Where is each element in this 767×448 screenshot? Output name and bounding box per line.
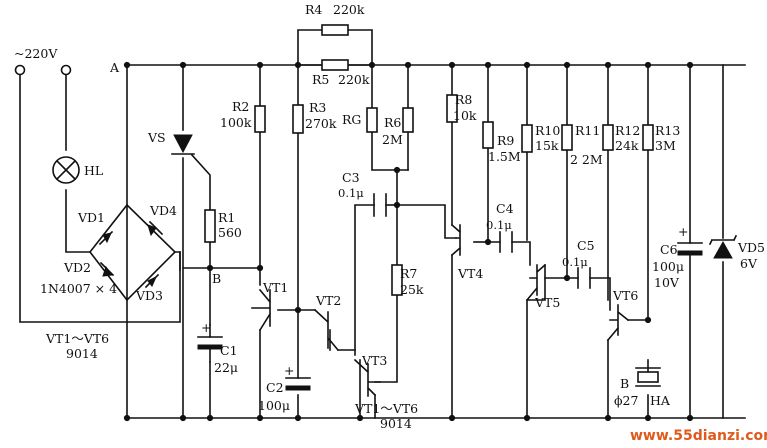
c3-label: C3 [342,170,360,185]
c2-label: C2 [266,380,284,395]
c6-plus: + [678,224,688,239]
vd1-label: VD1 [77,210,105,225]
r11-label: R11 [575,123,600,138]
r10-value: 15k [535,138,559,153]
c6-voltage: 10V [654,275,680,290]
buzzer-ha: B ϕ27 HA [614,367,671,408]
r9-value: 1.5M [488,149,521,164]
r12-label: R12 [615,123,640,138]
mains-terminals: ~220V [14,46,72,76]
note-left-range: VT1～VT6 [45,331,109,346]
vs-label: VS [147,130,166,145]
r13-label: R13 [655,123,680,138]
r1-value: 560 [218,225,242,240]
zener-vd5: VD5 6V [708,234,765,271]
vt3-label: VT3 [361,353,387,368]
vt6-label: VT6 [612,288,638,303]
vd5-value: 6V [740,256,758,271]
vt2-label: VT2 [315,293,341,308]
junctions [123,61,694,422]
capacitors: + C1 22μ + C2 100μ C3 0.1μ C4 0.1μ C5 0.… [197,170,703,413]
vd2-label: VD2 [63,260,91,275]
node-b-label: B [212,271,221,286]
c5-value: 0.1μ [562,255,588,269]
r4-label: R4 [305,2,322,17]
r11-value: 2 2M [570,152,603,167]
transistors: VT1 VT2 VT3 VT4 VT5 VT6 [251,223,638,397]
lamp-label: HL [84,163,103,178]
note-bottom-part: 9014 [380,416,412,431]
c3-value: 0.1μ [338,186,364,200]
vd4-label: VD4 [149,203,177,218]
r8-label: R8 [455,92,472,107]
r13-value: 3M [655,138,676,153]
bridge-rectifier: VD1 VD4 VD2 VD3 1N4007 × 4 [40,203,177,303]
mains-label: ~220V [14,46,58,61]
lamp-hl: HL [52,156,103,184]
note-bottom-range: VT1～VT6 [354,401,418,416]
c2-value: 100μ [258,398,290,413]
buzzer-size: ϕ27 [614,393,638,408]
r3-label: R3 [309,100,326,115]
c6-label: C6 [660,242,678,257]
node-a-label: A [109,60,120,75]
thyristor-vs: VS [147,130,195,155]
vd3-label: VD3 [135,288,163,303]
resistors: R1 560 R2 100k R3 270k R4 220k R5 220k R… [204,2,680,297]
c6-value: 100μ [652,259,684,274]
r10-label: R10 [535,123,560,138]
vt1-label: VT1 [262,280,288,295]
r3-value: 270k [305,116,337,131]
r5-label: R5 [312,72,329,87]
watermark: www.55dianzi.com [630,428,767,444]
vt5-label: VT5 [534,295,560,310]
c5-label: C5 [577,238,595,253]
r7-label: R7 [400,266,417,281]
r1-label: R1 [218,210,235,225]
bridge-part-label: 1N4007 × 4 [40,281,117,296]
c1-label: C1 [220,343,238,358]
c2-plus: + [284,363,294,378]
r5-value: 220k [338,72,370,87]
r2-label: R2 [232,99,249,114]
c1-plus: + [201,320,211,335]
c4-value: 0.1μ [486,218,512,232]
r6-value: 2M [382,132,403,147]
r7-value: 25k [400,282,424,297]
r12-value: 24k [615,138,639,153]
vt4-label: VT4 [457,266,483,281]
c1-value: 22μ [214,360,238,375]
r2-value: 100k [220,115,252,130]
note-left-part: 9014 [66,346,98,361]
buzzer-label: HA [650,393,671,408]
rg-label: RG [342,112,361,127]
r9-label: R9 [497,133,514,148]
r8-value: 10k [453,108,477,123]
vd5-label: VD5 [737,240,765,255]
r4-value: 220k [333,2,365,17]
c4-label: C4 [496,201,514,216]
r6-label: R6 [384,115,401,130]
buzzer-node-label: B [620,376,629,391]
